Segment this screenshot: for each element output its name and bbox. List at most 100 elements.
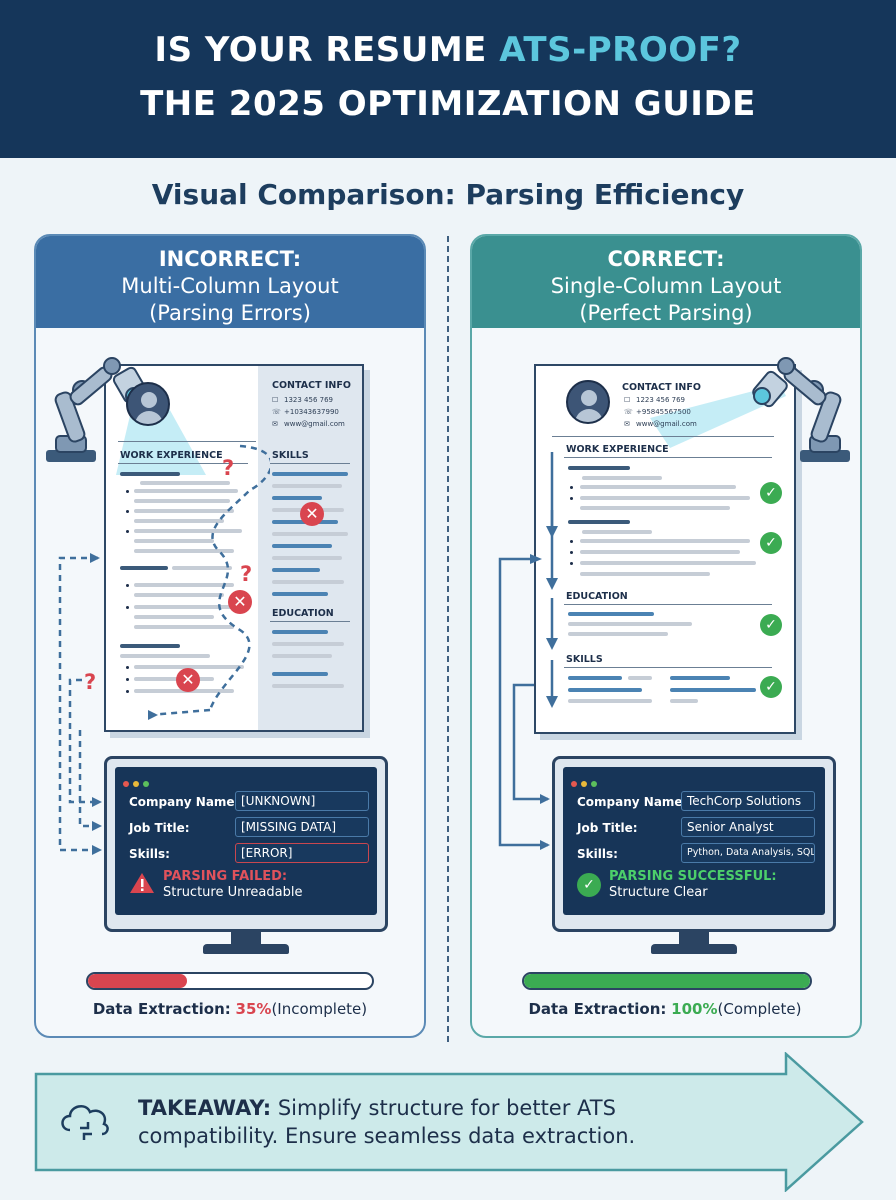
- warning-icon: [130, 873, 154, 893]
- window-controls: [123, 772, 153, 791]
- check-icon: ✓: [760, 532, 782, 554]
- monitor-stand: [679, 932, 709, 946]
- skill-bar: [628, 676, 652, 680]
- correct-layout-note: (Perfect Parsing): [579, 301, 753, 325]
- text-line: [134, 489, 238, 493]
- extraction-progress-fill: [524, 974, 810, 988]
- job-title-bar: [120, 472, 180, 476]
- center-divider: [447, 236, 449, 1042]
- parsing-status-title: PARSING FAILED:: [163, 869, 288, 884]
- correct-title: CORRECT:: [607, 247, 725, 271]
- company-name-field: TechCorp Solutions: [681, 791, 815, 811]
- skill-bar: [272, 580, 344, 584]
- text-line: [134, 549, 234, 553]
- text-line: [580, 506, 730, 510]
- subtitle: Visual Comparison: Parsing Efficiency: [151, 178, 745, 211]
- extraction-label: Data Extraction:: [92, 1000, 231, 1018]
- education-bar: [568, 612, 654, 616]
- skill-bar: [272, 592, 328, 596]
- divider: [118, 441, 256, 442]
- skill-bar: [670, 688, 756, 692]
- text-line: [580, 561, 756, 565]
- incorrect-layout-name: Multi-Column Layout: [121, 274, 339, 298]
- text-line: [134, 539, 214, 543]
- extraction-progress-bar: [522, 972, 812, 990]
- avatar: [126, 382, 170, 426]
- bullet: [126, 510, 129, 513]
- skill-bar: [272, 556, 342, 560]
- bullet: [570, 562, 573, 565]
- skill-bar: [272, 472, 348, 476]
- takeaway-line-2: compatibility. Ensure seamless data extr…: [138, 1124, 636, 1148]
- skill-bar: [272, 568, 320, 572]
- correct-layout-name: Single-Column Layout: [550, 274, 782, 298]
- takeaway-text: TAKEAWAY: Simplify structure for better …: [138, 1094, 778, 1150]
- email-icon: ✉: [272, 420, 278, 428]
- title-line-2: THE 2025 OPTIMIZATION GUIDE: [140, 84, 756, 124]
- skill-bar: [272, 544, 332, 548]
- phone-icon: ☏: [624, 408, 633, 416]
- incorrect-layout-note: (Parsing Errors): [149, 301, 311, 325]
- skills-field: [ERROR]: [235, 843, 369, 863]
- extraction-note: (Incomplete): [271, 1000, 368, 1018]
- text-line: [134, 529, 242, 533]
- extraction-percent: 100%: [671, 1000, 718, 1018]
- question-icon: ?: [240, 562, 253, 586]
- parsing-flow-arrows: [546, 452, 558, 708]
- extraction-percent: 35%: [235, 1000, 272, 1018]
- window-controls: [571, 772, 601, 791]
- education-bar: [272, 630, 328, 634]
- extraction-progress-bar: [86, 972, 374, 990]
- title-part1: IS YOUR RESUME: [154, 30, 487, 70]
- job-title-label: Job Title:: [129, 821, 190, 835]
- text-line: [582, 476, 662, 480]
- monitor-base: [203, 944, 289, 954]
- robot-scanner-icon: [752, 357, 850, 462]
- bullet: [126, 584, 129, 587]
- skill-bar: [670, 676, 730, 680]
- education-bar: [272, 642, 344, 646]
- bullet: [570, 540, 573, 543]
- skill-bar: [568, 688, 642, 692]
- text-line: [580, 550, 740, 554]
- education-bar: [272, 672, 328, 676]
- skills-label: Skills:: [129, 847, 170, 861]
- phone-icon: ☐: [272, 396, 279, 404]
- text-line: [134, 499, 230, 503]
- education-bar: [568, 622, 692, 626]
- bullet: [126, 490, 129, 493]
- bullet: [126, 690, 129, 693]
- text-line: [582, 530, 652, 534]
- cloud-sync-icon: [61, 1104, 109, 1140]
- text-line: [134, 677, 214, 681]
- broken-parsing-path: [58, 444, 270, 855]
- monitor-screen: Company Name: TechCorp Solutions Job Tit…: [563, 767, 825, 915]
- bullet: [126, 666, 129, 669]
- skill-bar: [272, 484, 342, 488]
- extraction-summary: Data Extraction: 100%(Complete): [490, 1000, 840, 1018]
- divider: [564, 604, 772, 605]
- divider: [552, 436, 774, 437]
- skill-bar: [670, 699, 698, 703]
- check-icon: ✓: [760, 614, 782, 636]
- contact-phone-2: +10343637990: [284, 408, 339, 416]
- job-title-bar: [120, 566, 168, 570]
- text-line: [580, 485, 736, 489]
- company-name-label: Company Name:: [129, 795, 240, 809]
- text-line: [134, 625, 234, 629]
- contact-phone-2: +95845567500: [636, 408, 691, 416]
- education-bar: [272, 654, 332, 658]
- divider: [564, 667, 772, 668]
- bullet: [126, 606, 129, 609]
- ats-monitor-success: Company Name: TechCorp Solutions Job Tit…: [552, 756, 836, 932]
- education-heading: EDUCATION: [272, 608, 334, 619]
- work-experience-heading: WORK EXPERIENCE: [120, 450, 223, 461]
- job-title-bar: [568, 466, 630, 470]
- skills-heading: SKILLS: [272, 450, 309, 461]
- job-title-field: Senior Analyst: [681, 817, 815, 837]
- text-line: [134, 583, 234, 587]
- monitor-screen: Company Name: [UNKNOWN] Job Title: [MISS…: [115, 767, 377, 915]
- parsing-status-title: PARSING SUCCESSFUL:: [609, 869, 777, 884]
- avatar: [566, 380, 610, 424]
- skill-bar: [568, 676, 622, 680]
